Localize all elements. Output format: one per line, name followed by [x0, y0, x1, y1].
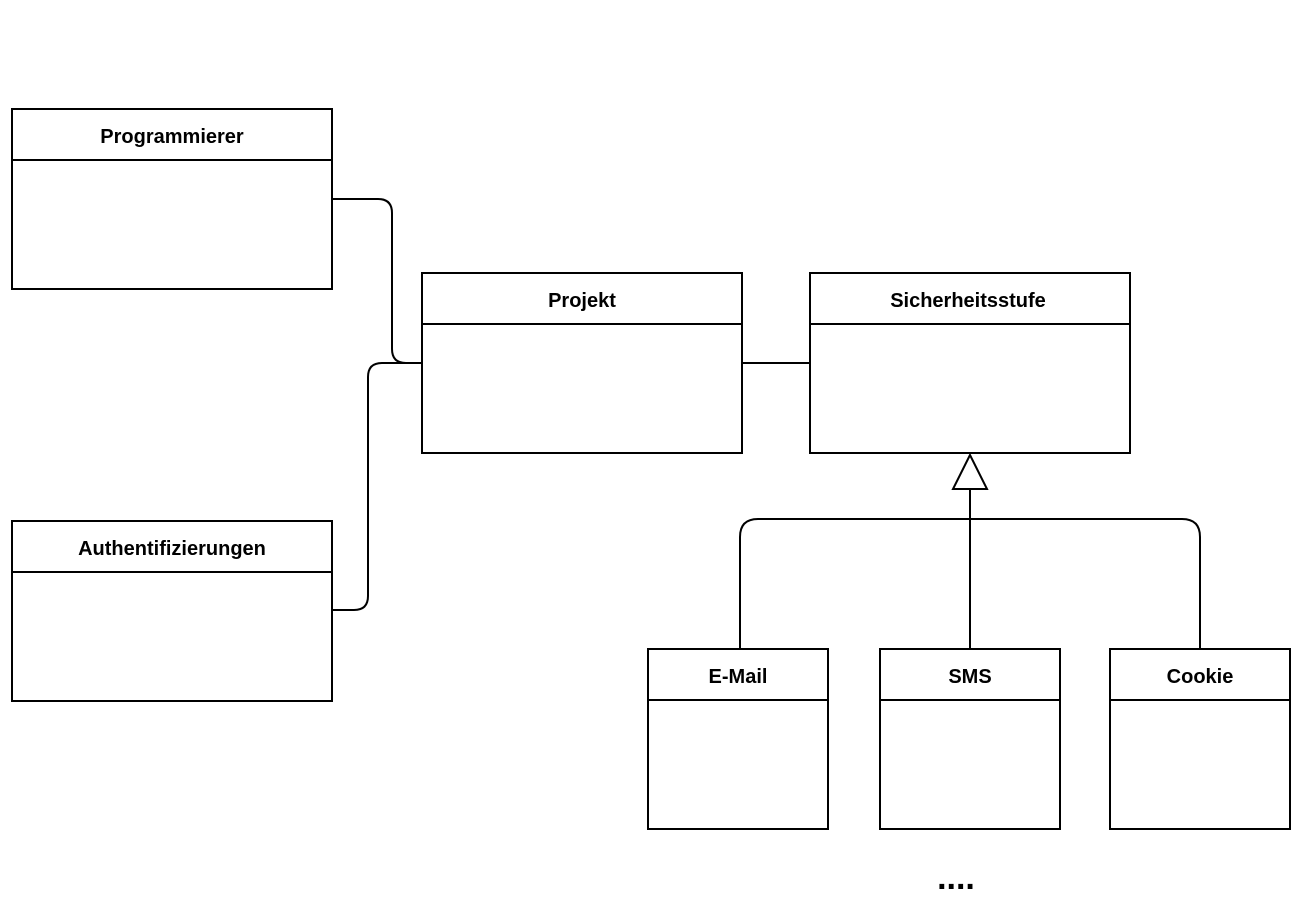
- generalization-arrowhead: [951, 452, 989, 490]
- association-authentifizierungen-projekt: [332, 362, 422, 611]
- generalization-cookie-sicherheitsstufe: [970, 518, 1201, 648]
- class-sms[interactable]: SMS: [879, 648, 1061, 830]
- generalization-email-sicherheitsstufe: [739, 518, 970, 648]
- class-programmierer[interactable]: Programmierer: [11, 108, 333, 290]
- class-projekt-title: Projekt: [548, 290, 616, 312]
- class-cookie[interactable]: Cookie: [1109, 648, 1291, 830]
- class-projekt[interactable]: Projekt: [421, 272, 743, 454]
- class-authentifizierungen[interactable]: Authentifizierungen: [11, 520, 333, 702]
- class-cookie-title: Cookie: [1167, 666, 1234, 688]
- association-programmierer-projekt: [332, 198, 422, 364]
- class-sicherheitsstufe-title: Sicherheitsstufe: [890, 290, 1046, 312]
- class-sicherheitsstufe[interactable]: Sicherheitsstufe: [809, 272, 1131, 454]
- class-authentifizierungen-title: Authentifizierungen: [78, 538, 266, 560]
- continuation-ellipsis: ....: [937, 859, 975, 897]
- class-programmierer-title: Programmierer: [100, 126, 244, 148]
- class-email-title: E-Mail: [709, 666, 768, 688]
- class-email[interactable]: E-Mail: [647, 648, 829, 830]
- class-sms-title: SMS: [948, 666, 991, 688]
